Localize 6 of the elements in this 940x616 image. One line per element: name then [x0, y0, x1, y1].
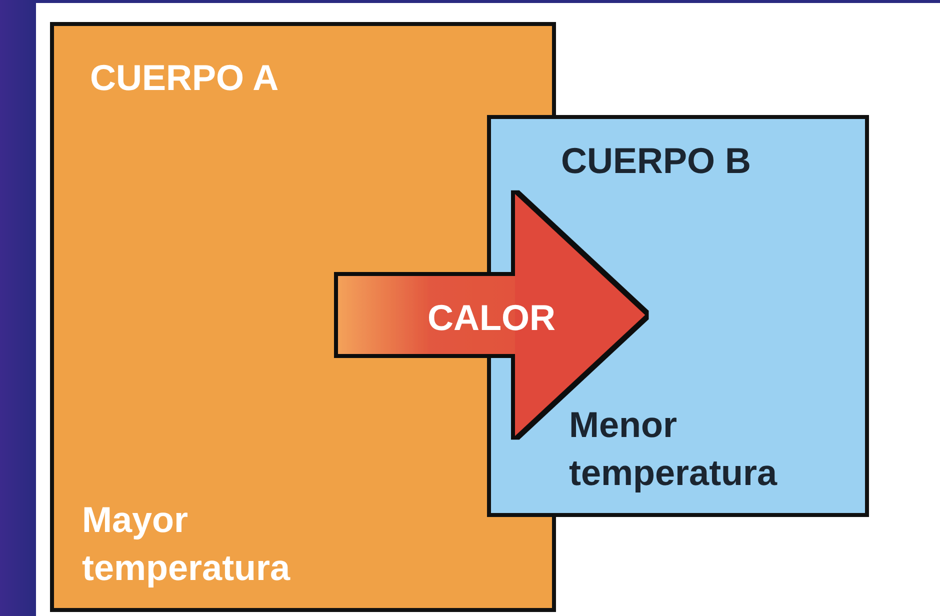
heat-arrow — [338, 194, 645, 436]
body-description: Menor temperatura — [569, 403, 778, 495]
edge-label: CALOR — [428, 296, 556, 340]
body-title: CUERPO A — [90, 56, 279, 100]
body-title: CUERPO B — [561, 139, 752, 183]
body-description: Mayor temperatura — [82, 498, 292, 590]
